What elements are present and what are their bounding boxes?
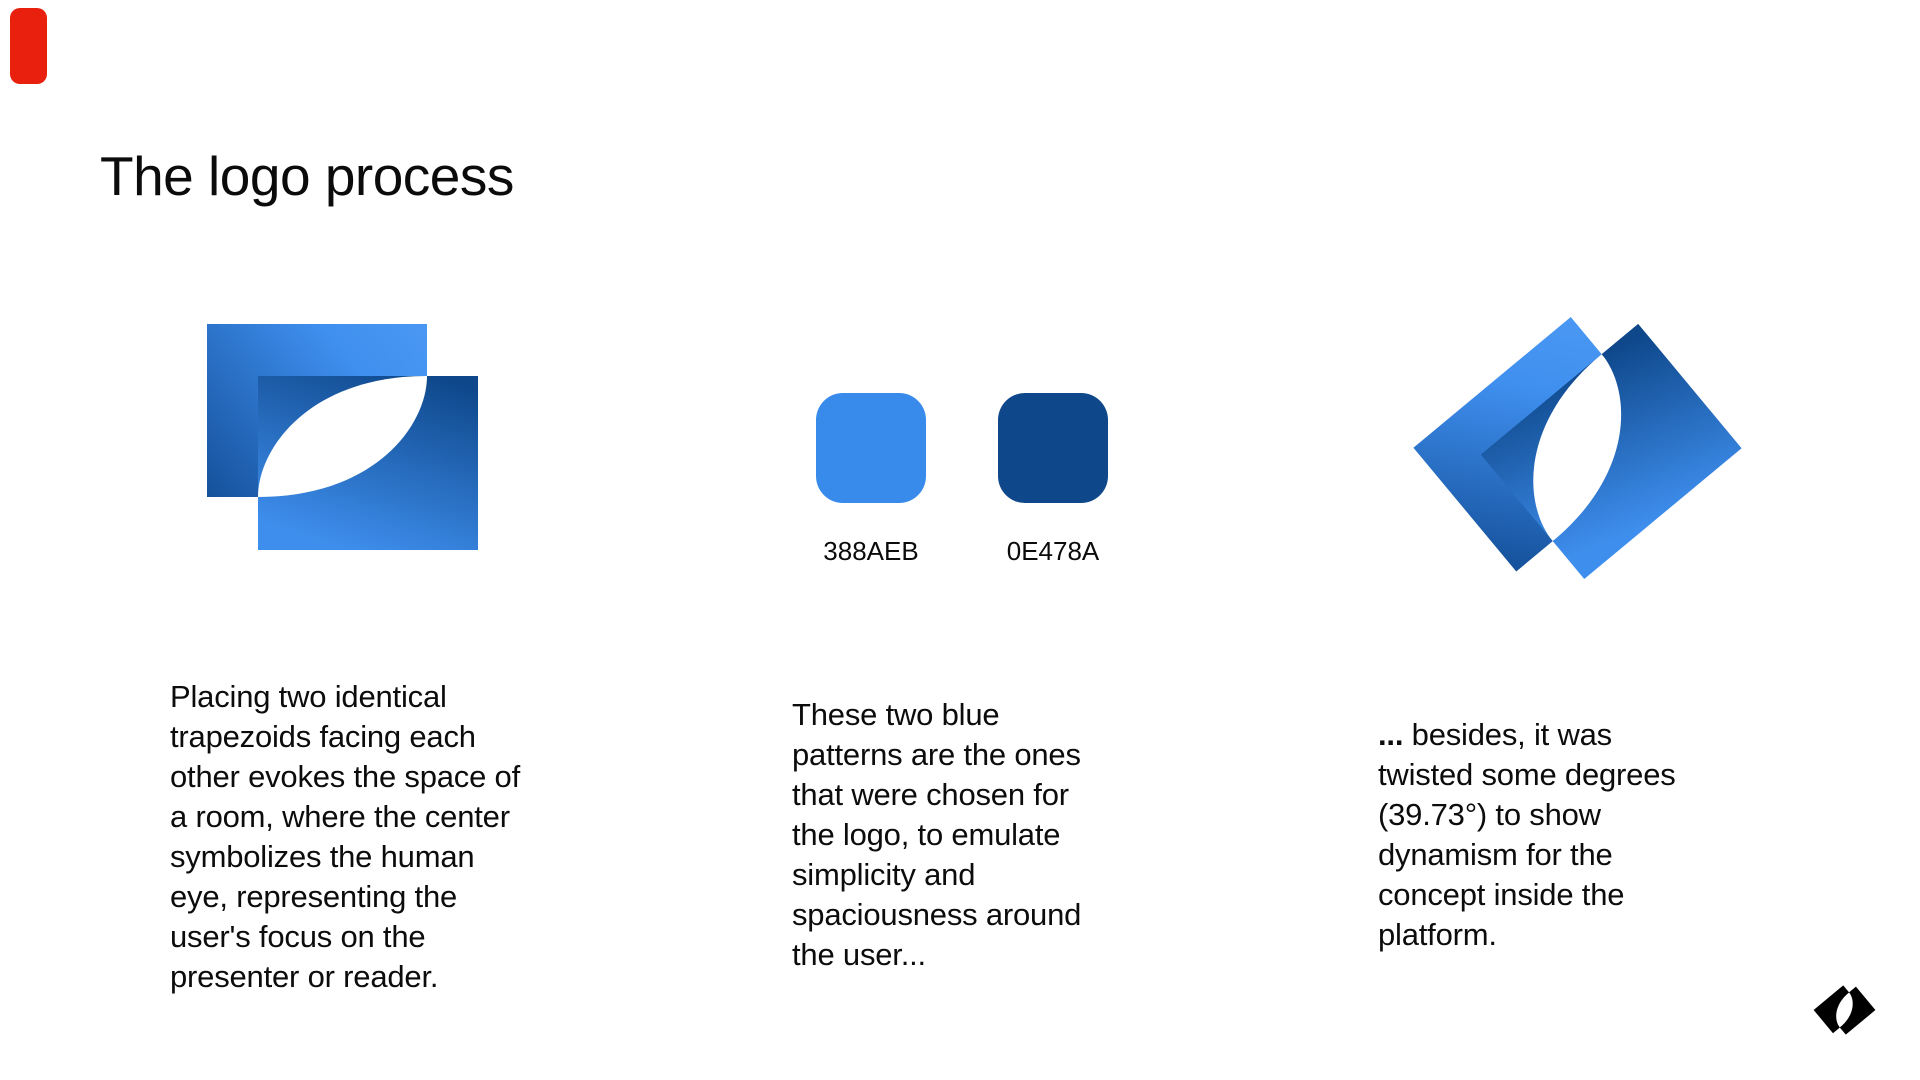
ellipsis-prefix: ... bbox=[1378, 717, 1404, 752]
description-rotated-logo: ... besides, it was twisted some degrees… bbox=[1378, 715, 1748, 955]
swatch-hex-label-light: 388AEB bbox=[823, 536, 919, 566]
page-title: The logo process bbox=[100, 145, 514, 207]
swatch-hex-label-dark: 0E478A bbox=[1006, 536, 1100, 566]
logo-eye-leaf-shape bbox=[1533, 354, 1622, 542]
description-rotated-text: besides, it was twisted some degrees (39… bbox=[1378, 717, 1676, 952]
description-original-logo: Placing two identical trapezoids facing … bbox=[170, 679, 521, 994]
color-swatch-dark-blue bbox=[998, 393, 1108, 503]
description-palette: These two blue patterns are the ones tha… bbox=[792, 697, 1082, 972]
logo-rotated bbox=[1413, 287, 1742, 610]
color-swatch-light-blue bbox=[816, 393, 926, 503]
watermark-eye-leaf-shape bbox=[1836, 992, 1853, 1028]
progress-indicator bbox=[10, 8, 47, 84]
watermark-logo[interactable] bbox=[1813, 980, 1876, 1041]
logo-original bbox=[207, 324, 478, 550]
logo-eye-leaf-shape bbox=[258, 376, 427, 497]
